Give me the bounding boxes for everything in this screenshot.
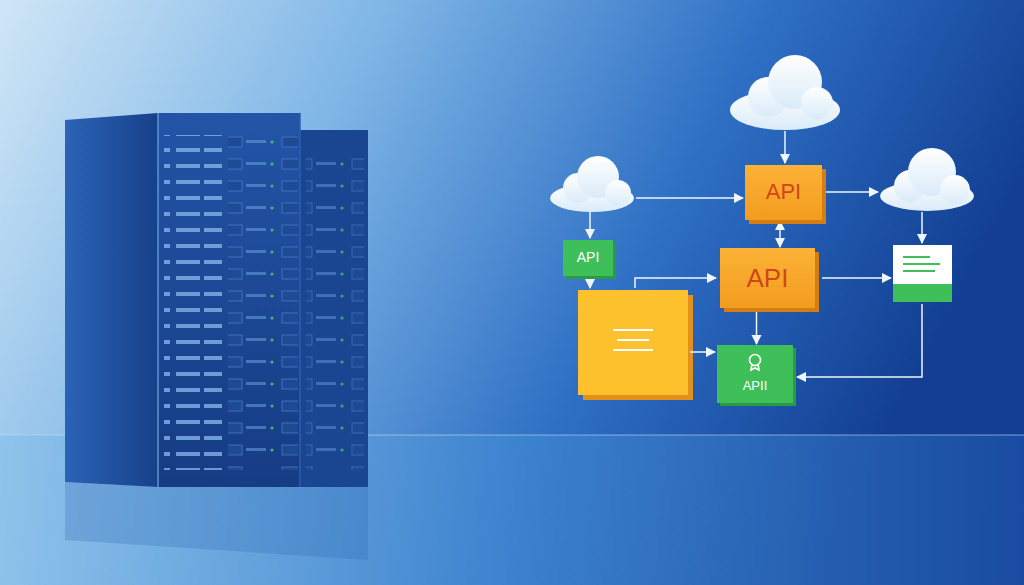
api-box: API <box>720 248 815 308</box>
cloud <box>550 156 634 212</box>
rack-slots <box>228 135 298 470</box>
connector-arrow <box>756 309 758 344</box>
rack-reflection <box>65 482 368 560</box>
rack-side <box>65 113 158 487</box>
api-box: APII <box>717 345 793 403</box>
api-label: API <box>577 250 600 265</box>
api-label: APII <box>743 379 768 393</box>
api-box: API <box>745 165 822 220</box>
api-label: API <box>766 180 801 204</box>
yellow-panel <box>578 290 693 400</box>
wire <box>590 131 922 377</box>
document-icon <box>893 245 952 302</box>
cloud <box>730 55 840 130</box>
rack-edge <box>157 113 159 487</box>
rack-edge <box>299 113 301 487</box>
rack-front <box>158 113 300 487</box>
rack-front <box>300 130 368 487</box>
connector-arrow <box>779 221 781 247</box>
rack-slots <box>306 150 364 470</box>
api-label: API <box>747 264 789 293</box>
api-box: API <box>563 240 613 276</box>
server-rack <box>65 113 368 560</box>
badge-icon <box>750 355 761 371</box>
cloud <box>880 148 974 211</box>
rack-slots <box>164 135 222 470</box>
